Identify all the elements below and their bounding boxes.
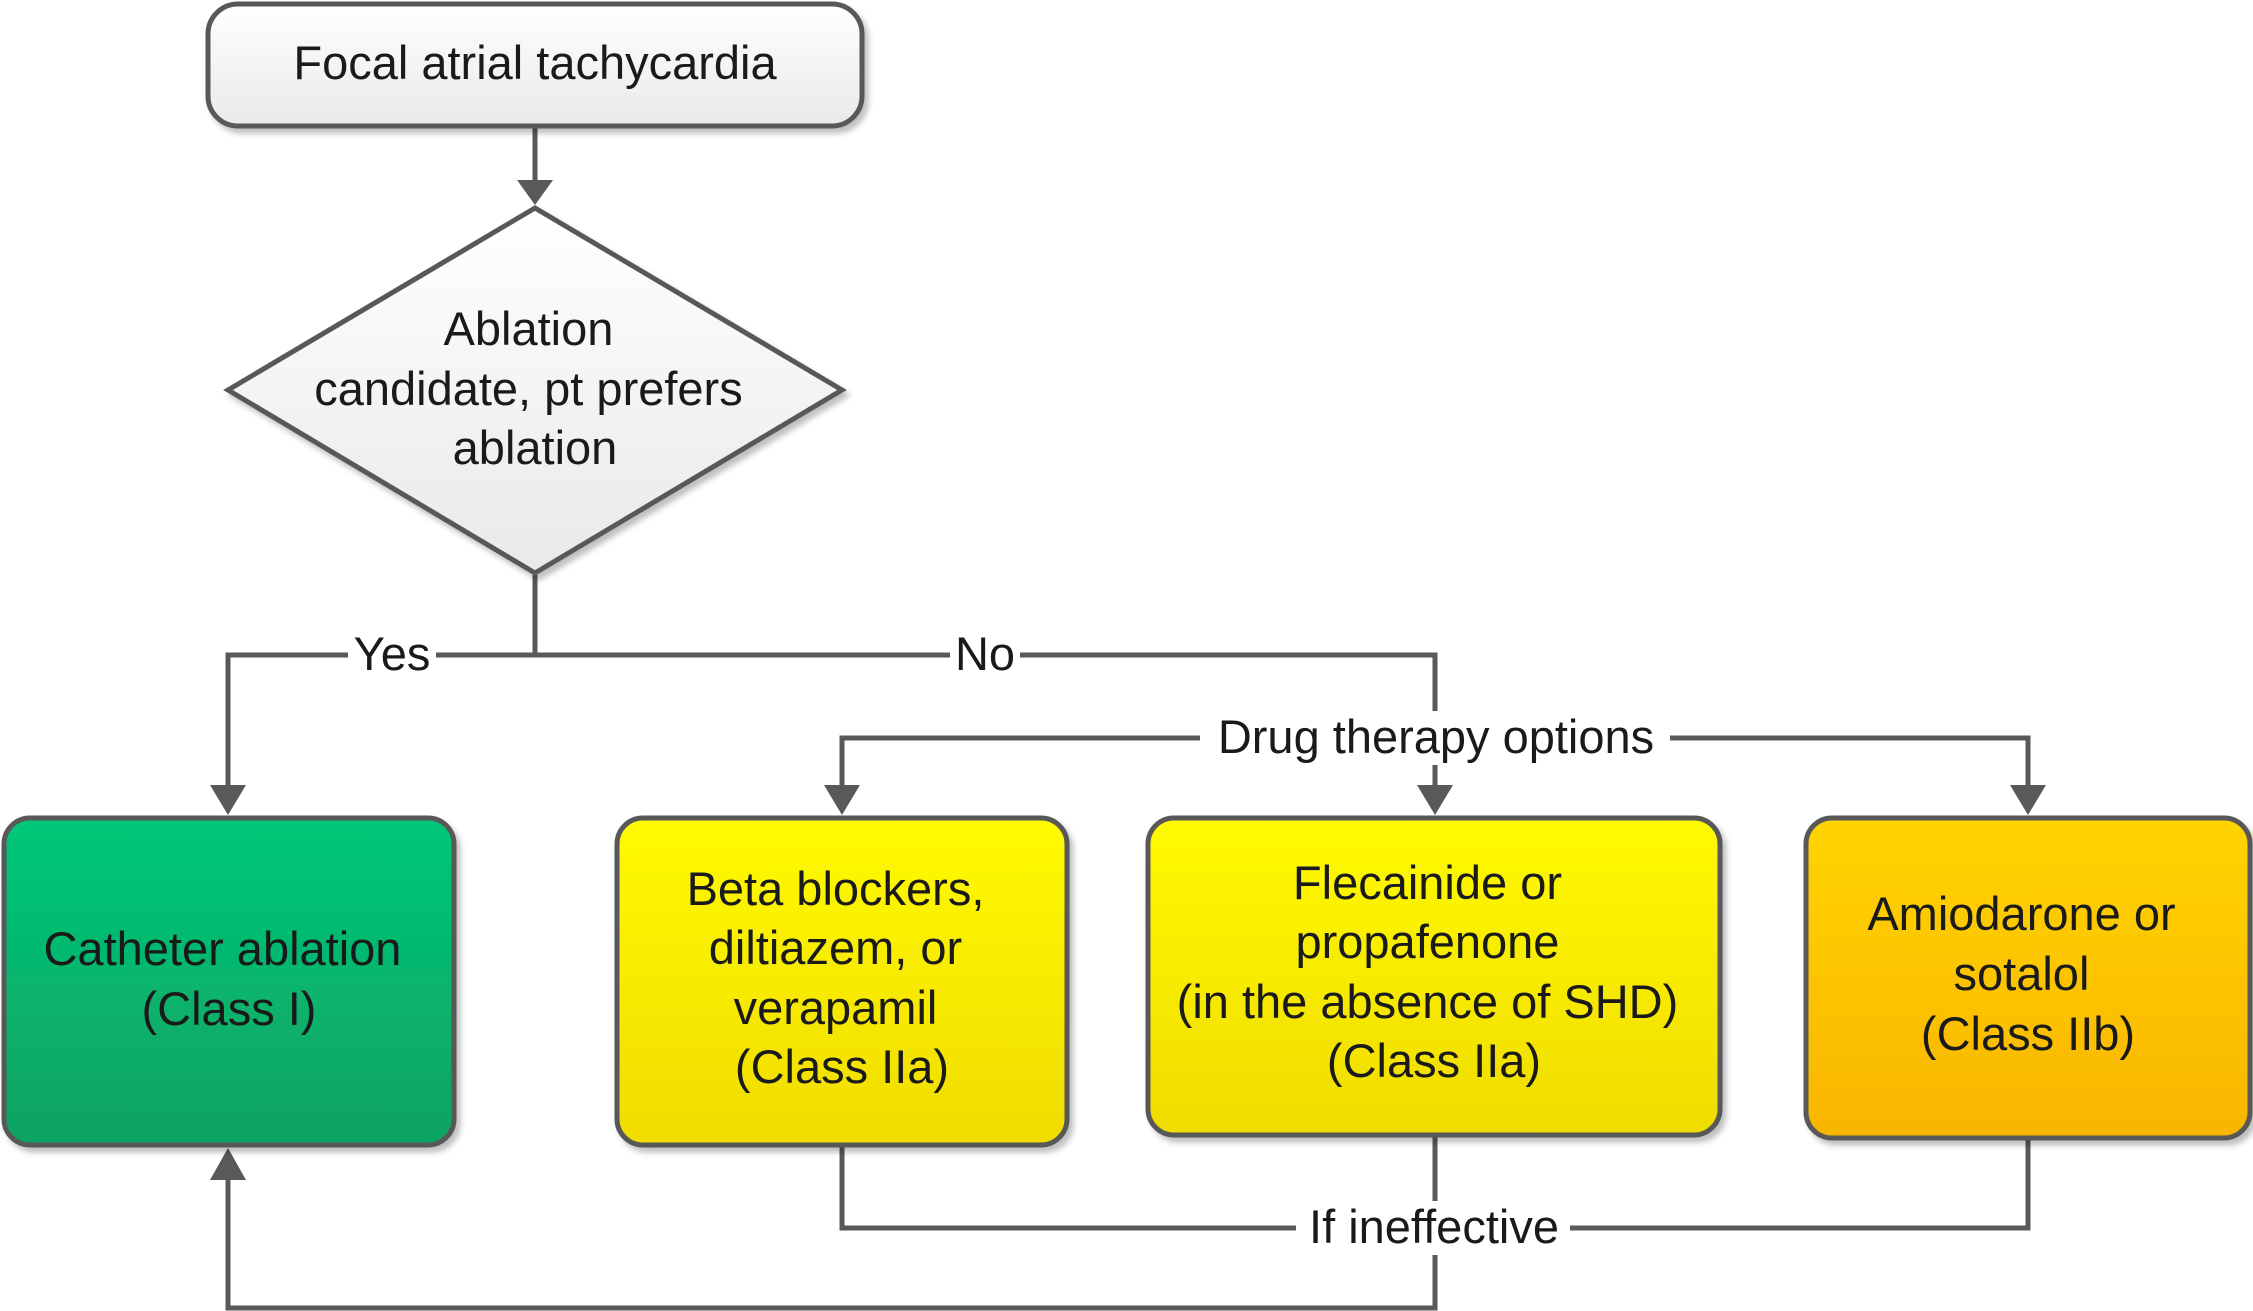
flec-line-2: propafenone <box>1295 915 1559 968</box>
node-amiodarone <box>1803 815 2253 1141</box>
amio-box <box>1803 815 2253 1141</box>
label-drug-options: Drug therapy options <box>1218 710 1654 763</box>
decision-text: Ablation candidate, pt prefers ablation <box>314 302 756 474</box>
node-catheter-ablation <box>1 815 457 1148</box>
decision-line-1: Ablation <box>444 302 614 355</box>
arrowhead-drug-amio <box>2010 785 2046 815</box>
node-beta-blockers <box>614 815 1070 1148</box>
amio-line-1: Amiodarone or <box>1867 887 2175 940</box>
label-bg-ineffective <box>1296 1201 1570 1255</box>
start-text: Focal atrial tachycardia <box>293 36 777 89</box>
decision-line-3: ablation <box>453 421 618 474</box>
amio-line-3: (Class IIb) <box>1921 1007 2135 1060</box>
beta-text: Beta blockers, diltiazem, or verapamil (… <box>687 862 998 1093</box>
start-box <box>205 1 865 129</box>
node-decision <box>223 205 847 576</box>
connectors <box>210 126 2046 1311</box>
beta-line-1: Beta blockers, <box>687 862 985 915</box>
node-flecainide <box>1145 815 1723 1138</box>
edge-ineffective-return <box>225 1135 1438 1311</box>
decision-diamond <box>223 205 847 576</box>
catheter-line-2: (Class I) <box>142 982 317 1035</box>
flec-line-4: (Class IIa) <box>1327 1034 1541 1087</box>
arrowhead-drug-beta <box>824 785 860 815</box>
catheter-box <box>1 815 457 1148</box>
arrowhead-no <box>1417 785 1453 815</box>
label-bg-no <box>950 628 1020 682</box>
catheter-text: Catheter ablation (Class I) <box>43 922 414 1035</box>
flec-box <box>1145 815 1723 1138</box>
arrowhead-yes <box>210 785 246 815</box>
decision-line-2: candidate, pt prefers <box>314 362 743 415</box>
arrowhead-ineffective <box>210 1148 246 1180</box>
beta-box <box>614 815 1070 1148</box>
label-if-ineffective: If ineffective <box>1309 1200 1559 1253</box>
node-start <box>205 1 865 129</box>
flec-line-3: (in the absence of SHD) <box>1177 975 1679 1028</box>
label-bg-yes <box>348 628 436 682</box>
label-no: No <box>955 627 1015 680</box>
arrowhead-start-to-decision <box>517 180 553 205</box>
label-bg-drug <box>1200 711 1670 765</box>
flec-line-1: Flecainide or <box>1293 856 1562 909</box>
amio-text: Amiodarone or sotalol (Class IIb) <box>1867 887 2188 1060</box>
beta-line-2: diltiazem, or <box>709 921 962 974</box>
beta-line-4: (Class IIa) <box>735 1040 949 1093</box>
start-line: Focal atrial tachycardia <box>293 36 777 89</box>
beta-line-3: verapamil <box>734 981 938 1034</box>
flec-text: Flecainide or propafenone (in the absenc… <box>1177 856 1692 1087</box>
amio-line-2: sotalol <box>1954 947 2090 1000</box>
catheter-line-1: Catheter ablation <box>43 922 401 975</box>
label-yes: Yes <box>354 627 431 680</box>
